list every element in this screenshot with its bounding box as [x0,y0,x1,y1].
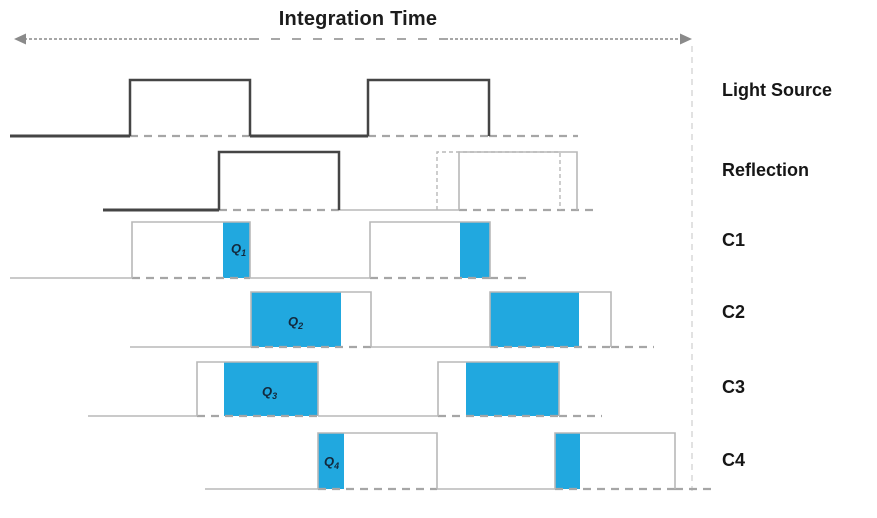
pulse-outline [317,432,438,489]
charge-window-c2-1 [251,292,341,347]
charge-window-c4-2 [555,433,580,489]
charge-window-c3-1 [224,362,318,416]
waveform-reflection [103,150,594,212]
pulse-outline [196,361,319,416]
integration-time-label: Integration Time [278,8,438,30]
charge-window-c4-1 [318,433,344,489]
pulse-outline [437,361,560,416]
waveform-c3: Q3 [88,361,602,418]
waveform-light-source [10,78,578,138]
waveform-c1: Q1 [10,221,528,280]
waveform-c2: Q2 [130,291,654,349]
integration-time-arrow [14,33,692,45]
pulse-outline [131,221,251,278]
pulse-outline [217,150,341,210]
waveform-c4: Q4 [205,432,712,491]
pulse-outline [369,221,491,278]
row-label-c1: C1 [722,230,746,250]
row-label-c4: C4 [722,450,746,470]
charge-window-c1-1 [223,222,250,278]
arrow-head-right-icon [680,33,692,45]
charge-window-c3-2 [466,362,559,416]
pulse-outline [489,291,612,347]
row-label-reflection: Reflection [722,160,810,180]
arrow-head-left-icon [14,33,26,45]
charge-window-c1-2 [460,222,490,278]
charge-window-c2-2 [490,292,579,347]
pulse-outline [128,78,252,136]
pulse-outline [436,151,561,210]
row-label-c2: C2 [722,302,746,322]
row-label-light-source: Light Source [722,80,833,100]
pulse-outline [458,151,578,210]
pulse-outline [366,78,491,136]
pulse-outline [554,432,676,489]
row-label-c3: C3 [722,377,746,397]
pulse-outline [250,291,372,347]
